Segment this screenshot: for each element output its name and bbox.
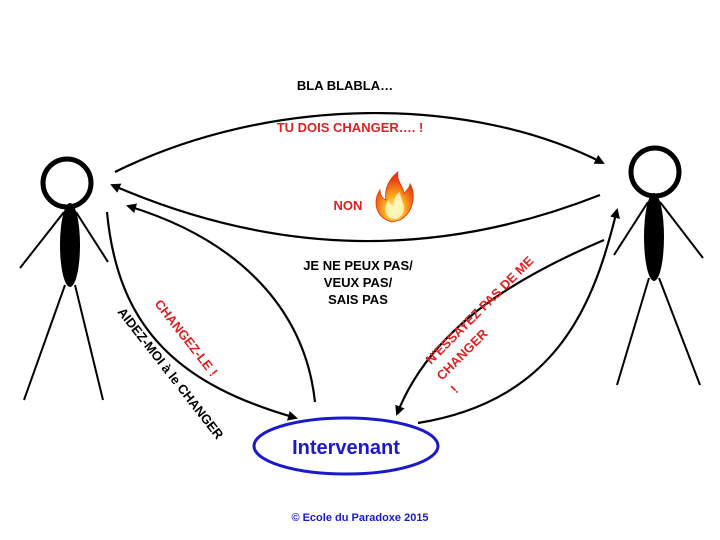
right-person-left-arm — [613, 201, 649, 256]
label-response-line2: VEUX PAS/ — [324, 275, 393, 290]
right-person-body — [644, 193, 664, 281]
left-person-right-arm — [75, 211, 109, 263]
right-person-head — [628, 145, 682, 199]
label-nessayez-line1: N'ESSAYEZ PAS DE ME — [423, 253, 537, 367]
label-tu-dois-changer: TU DOIS CHANGER…. ! — [277, 120, 424, 135]
arrows — [105, 111, 620, 425]
label-nessayez-line3: ! — [448, 382, 462, 396]
left-person-left-leg — [23, 284, 66, 401]
arrow-intervenant-to-right — [417, 208, 620, 425]
arrow-left-to-intervenant — [105, 211, 298, 421]
arrow-intervenant-to-left — [126, 203, 317, 403]
left-person-right-leg — [74, 284, 104, 401]
left-person — [19, 156, 109, 401]
right-person-right-leg — [658, 277, 701, 386]
arrow-right-to-left-return — [110, 183, 601, 243]
right-person-left-leg — [616, 277, 650, 386]
label-bla-blabla: BLA BLABLA… — [297, 78, 393, 93]
label-response-line3: SAIS PAS — [328, 292, 388, 307]
arrow-right-to-intervenant — [395, 238, 605, 416]
label-non: NON — [334, 198, 363, 213]
footer-copyright: © Ecole du Paradoxe 2015 — [291, 512, 428, 524]
arrow-top-left-to-right — [114, 111, 605, 173]
intervenant-label: Intervenant — [292, 437, 400, 459]
intervenant-ellipse — [252, 416, 440, 476]
left-person-left-arm — [19, 211, 65, 269]
label-response-line1: JE NE PEUX PAS/ — [303, 258, 413, 273]
right-person-right-arm — [659, 201, 704, 259]
flame-icon — [375, 171, 414, 223]
left-person-body — [60, 203, 80, 287]
left-person-head — [40, 156, 94, 210]
right-person — [613, 145, 704, 386]
